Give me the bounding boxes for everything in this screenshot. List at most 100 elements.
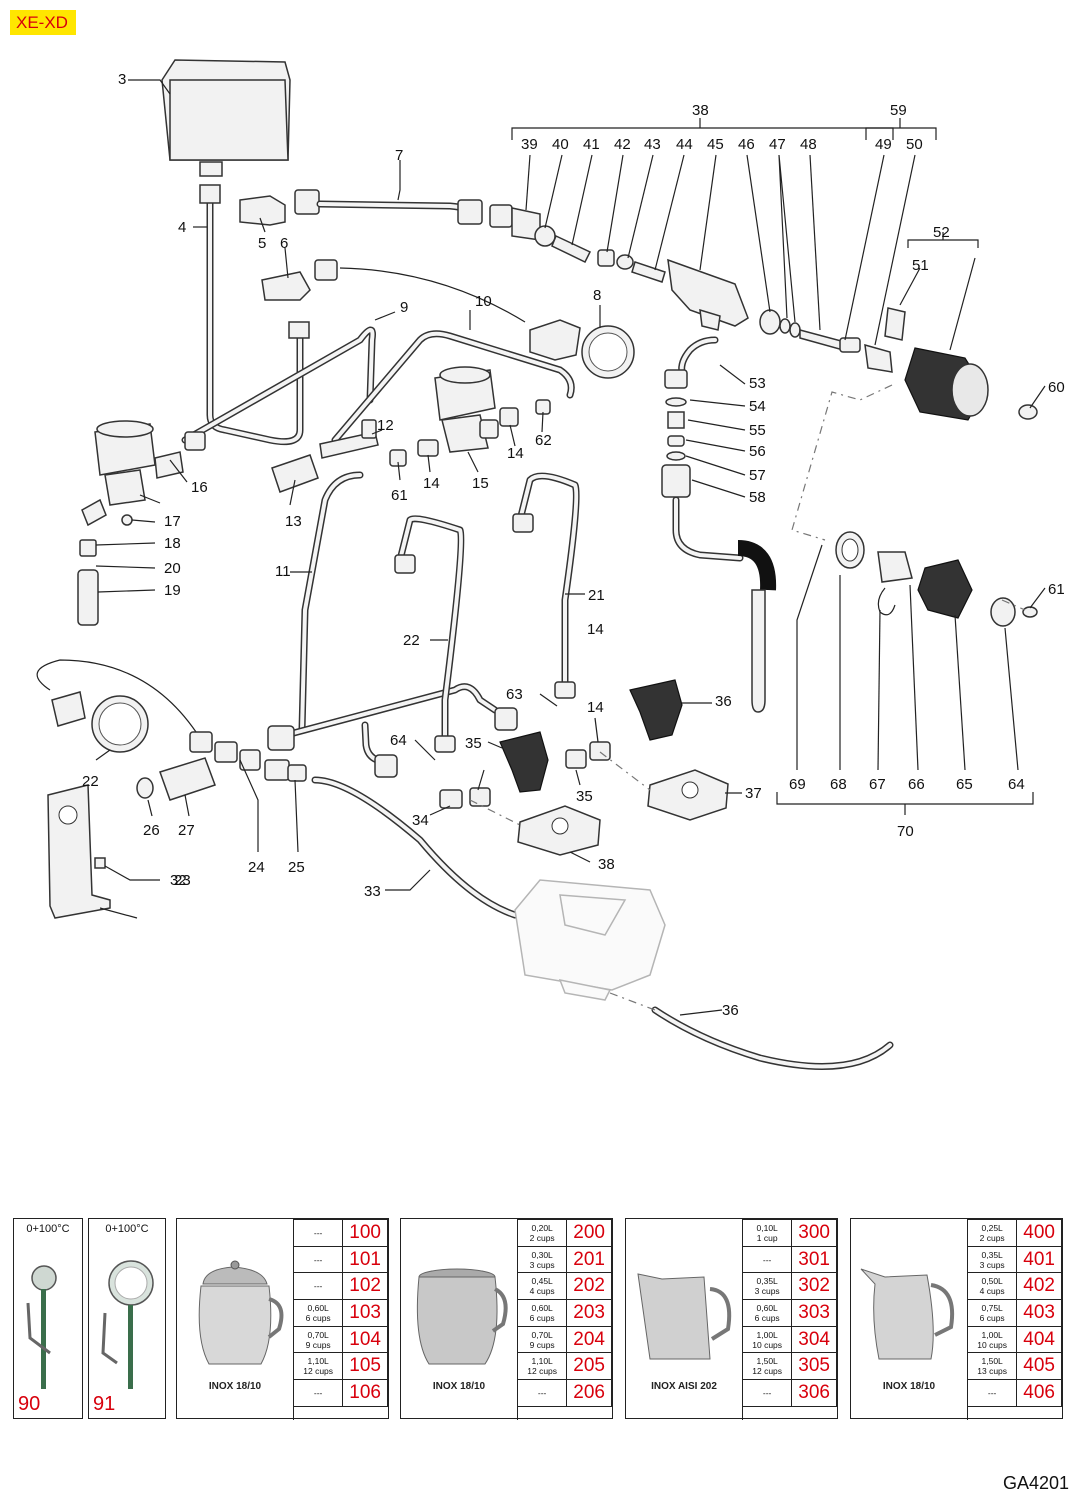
jug-code: 203 xyxy=(566,1299,612,1327)
pressure-switch-box xyxy=(161,59,291,177)
callout-39: 39 xyxy=(521,136,538,153)
jug-code: 306 xyxy=(791,1379,837,1407)
steam-knob-53 xyxy=(904,347,1038,421)
callout-19: 19 xyxy=(164,582,181,599)
callout-24: 24 xyxy=(248,859,265,876)
jug-size-row: ---100 xyxy=(292,1219,388,1247)
callout-14: 14 xyxy=(423,475,440,492)
callout-61: 61 xyxy=(1048,581,1065,598)
jug-code: 400 xyxy=(1016,1219,1062,1247)
jug-with-lid-icon xyxy=(198,1260,284,1365)
callout-56: 56 xyxy=(749,443,766,460)
jug-code: 405 xyxy=(1016,1352,1062,1381)
callout-52: 52 xyxy=(933,224,950,241)
jug-code: 204 xyxy=(566,1325,612,1354)
pressure-gauge-23 xyxy=(36,659,201,753)
callout-44: 44 xyxy=(676,136,693,153)
jug-code: 100 xyxy=(342,1219,388,1247)
solenoid-valve-15 xyxy=(417,366,551,457)
jug-code: 202 xyxy=(566,1272,612,1301)
jug-size-row: ---106 xyxy=(292,1379,388,1407)
thermometer-panel-91: 0+100°C 91 xyxy=(88,1218,166,1419)
callout-17: 17 xyxy=(164,513,181,530)
jug-capacity: --- xyxy=(292,1219,344,1247)
callout-41: 41 xyxy=(583,136,600,153)
callout-12: 12 xyxy=(377,417,394,434)
callout-26: 26 xyxy=(143,822,160,839)
jug-code: 101 xyxy=(342,1245,388,1274)
callout-11: 11 xyxy=(275,563,291,580)
callout-5: 5 xyxy=(258,235,266,252)
callout-7: 7 xyxy=(395,147,403,164)
callout-58: 58 xyxy=(749,489,766,506)
callout-53: 53 xyxy=(749,375,766,392)
callout-36: 36 xyxy=(722,1002,739,1019)
jug-code: 104 xyxy=(342,1325,388,1354)
callout-46: 46 xyxy=(738,136,755,153)
callout-61: 61 xyxy=(391,487,408,504)
callout-59: 59 xyxy=(890,102,907,119)
callout-51: 51 xyxy=(912,257,929,274)
callout-67: 67 xyxy=(869,776,886,793)
callout-21: 21 xyxy=(588,587,605,604)
callout-43: 43 xyxy=(644,136,661,153)
callout-14: 14 xyxy=(587,621,604,638)
jug-code: 303 xyxy=(791,1299,837,1327)
callout-35: 35 xyxy=(465,735,482,752)
callout-50: 50 xyxy=(906,136,923,153)
callout-35: 35 xyxy=(576,788,593,805)
jug-code: 402 xyxy=(1016,1272,1062,1301)
callout-18: 18 xyxy=(164,535,181,552)
callout-34: 34 xyxy=(412,812,429,829)
milk-pitcher-icon xyxy=(637,1273,732,1360)
jug-capacity: --- xyxy=(741,1379,793,1407)
jug-code: 403 xyxy=(1016,1299,1062,1327)
jug-code: 102 xyxy=(342,1272,388,1301)
callout-23: 23 xyxy=(174,872,191,889)
callout-38: 38 xyxy=(598,856,615,873)
callout-9: 9 xyxy=(400,299,408,316)
callout-33: 33 xyxy=(364,883,381,900)
callout-8: 8 xyxy=(593,287,601,304)
thermometer-code: 91 xyxy=(93,1393,116,1415)
callout-54: 54 xyxy=(749,398,766,415)
callout-3: 3 xyxy=(118,71,126,88)
callout-27: 27 xyxy=(178,822,195,839)
callout-62: 62 xyxy=(535,432,552,449)
jug-code: 103 xyxy=(342,1299,388,1327)
jug-capacity: --- xyxy=(292,1272,344,1301)
jug-code: 302 xyxy=(791,1272,837,1301)
drawing-code: GA4201 xyxy=(1002,1473,1069,1493)
thermometer-icon xyxy=(26,1265,57,1389)
flowmeter-38-left xyxy=(517,805,601,856)
thermometer-panel-90: 0+100°C 90 xyxy=(13,1218,83,1419)
jug-capacity: --- xyxy=(516,1379,568,1407)
jug-code: 106 xyxy=(342,1379,388,1407)
callout-22: 22 xyxy=(403,632,420,649)
jug-size-row: ---406 xyxy=(966,1379,1062,1407)
callout-20: 20 xyxy=(164,560,181,577)
